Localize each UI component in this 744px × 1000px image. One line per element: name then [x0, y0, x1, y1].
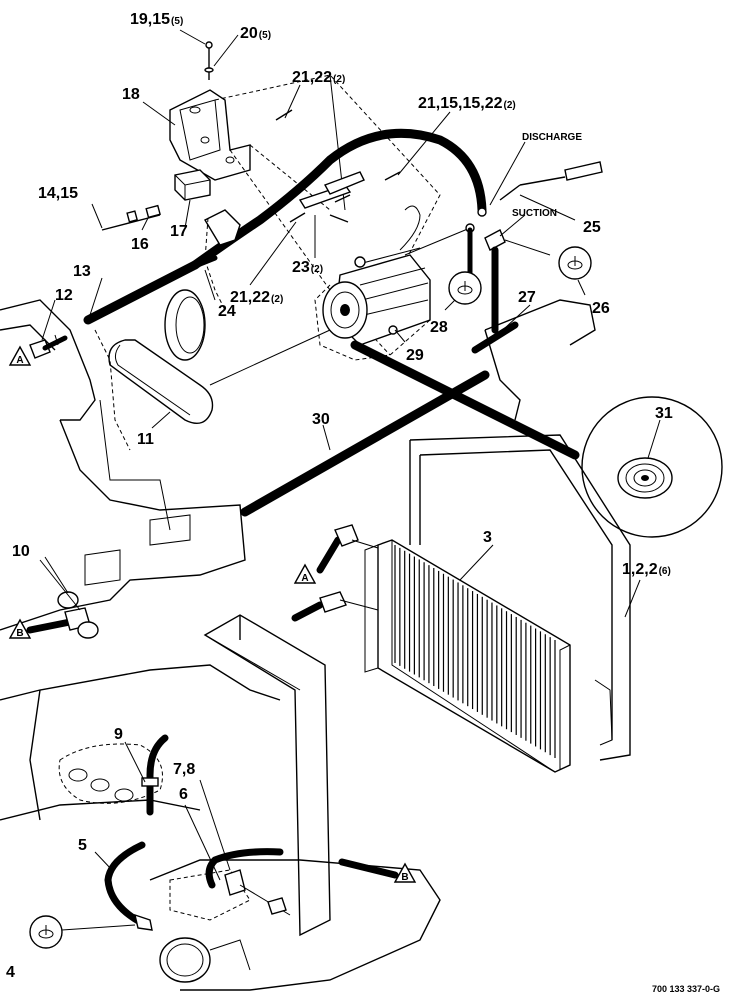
callout-9: 9: [114, 726, 123, 743]
callout-28: 28: [430, 319, 448, 336]
callout-26: 26: [592, 300, 610, 317]
bracket-bolts: [275, 109, 401, 223]
compressor-bracket-outline: [314, 284, 431, 361]
tag-suction: SUCTION: [512, 208, 557, 219]
callout-30: 30: [312, 411, 330, 428]
callout-7-8: 7,8: [173, 761, 195, 778]
callout-10: 10: [12, 543, 30, 560]
callout-24: 24: [218, 303, 236, 320]
callout-12: 12: [55, 287, 73, 304]
link-plates: [298, 171, 365, 209]
hose-5: [104, 841, 153, 931]
hose-13: [83, 128, 487, 325]
fitting-12: [29, 334, 68, 359]
mounting-bracket: [101, 41, 251, 231]
callout-23: 23(2): [292, 259, 323, 276]
belt-centerline: [209, 329, 331, 386]
callout-20: 20(5): [240, 25, 271, 42]
figure-id: 700 133 337-0-G: [652, 984, 720, 994]
callout-25: 25: [583, 219, 601, 236]
callout-27: 27: [518, 289, 536, 306]
callout-3: 3: [483, 529, 492, 546]
fitting-10: [26, 591, 99, 639]
callout-11: 11: [137, 431, 154, 448]
tag-discharge: DISCHARGE: [522, 132, 582, 143]
machine-frame-outline: [0, 299, 596, 991]
callout-19-15: 19,15(5): [130, 11, 183, 28]
callout-leader-lines: [39, 29, 661, 881]
callout-13: 13: [73, 263, 91, 280]
svg-text:B: B: [401, 872, 408, 883]
hose-30: [240, 340, 580, 517]
callout-14-15: 14,15: [38, 185, 78, 202]
connector-b-left: B: [8, 618, 32, 639]
callout-6: 6: [179, 786, 188, 803]
drive-belt: [108, 339, 214, 424]
svg-text:B: B: [16, 628, 23, 639]
drive-pulley: [164, 289, 206, 361]
callout-31: 31: [655, 405, 673, 422]
ac-compressor: [322, 205, 431, 346]
callout-18: 18: [122, 86, 140, 103]
svg-text:A: A: [16, 355, 23, 366]
callout-1-2-2: 1,2,2(6): [622, 561, 671, 578]
callout-labels: 19,15(5) 20(5) 21,22(2) 18 21,15,15,22(2…: [6, 11, 720, 994]
o-ring-detail-26: [558, 246, 592, 280]
hose-fitting-17: [187, 209, 241, 311]
o-ring-detail-28: [448, 271, 482, 305]
connector-a-right: A: [293, 563, 317, 584]
hose-6: [205, 848, 399, 916]
callout-17: 17: [170, 223, 188, 240]
condenser-inlet-a: [316, 524, 379, 574]
condenser-frame: [409, 434, 631, 761]
condenser-core: [364, 539, 571, 773]
callout-21-22-mid: 21,22(2): [230, 289, 283, 306]
hose-9: [141, 734, 169, 816]
callout-4: 4: [6, 964, 15, 981]
callout-21-22-top: 21,22(2): [292, 69, 345, 86]
condenser-outlet-b: [291, 591, 379, 622]
clutch-detail-31: [581, 396, 723, 538]
svg-text:A: A: [301, 573, 308, 584]
o-ring-detail-4: [29, 915, 136, 949]
connector-a-left: A: [8, 345, 32, 366]
connector-b-bottom: B: [393, 862, 417, 883]
callout-16: 16: [131, 236, 149, 253]
discharge-suction-lines: [404, 161, 603, 354]
condenser-fins: [394, 545, 556, 758]
callout-21-15-15-22: 21,15,15,22(2): [418, 95, 516, 112]
callout-29: 29: [406, 347, 424, 364]
callout-5: 5: [78, 837, 87, 854]
